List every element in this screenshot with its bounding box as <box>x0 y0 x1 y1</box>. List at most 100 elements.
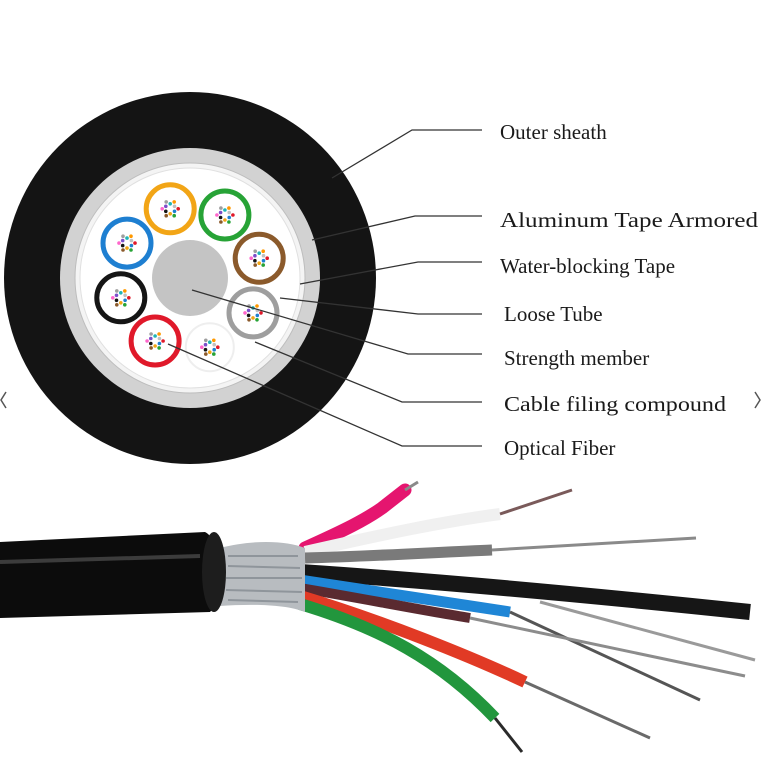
jacket-end <box>202 532 226 612</box>
fiber-dot <box>164 204 168 209</box>
fiber-dot <box>123 289 127 293</box>
loose-tube-red <box>128 314 182 368</box>
fiber-dot <box>160 207 164 211</box>
label-filling-compound: Cable filing compound <box>504 392 727 416</box>
fiber-dot <box>223 208 227 212</box>
fiber-dot <box>251 316 255 320</box>
fiber-dot <box>218 210 223 215</box>
fiber-dot <box>172 204 177 209</box>
fiber-dot <box>117 241 121 245</box>
fiber-dot <box>164 209 168 214</box>
fiber-dot <box>215 213 219 217</box>
fiber-dot <box>129 248 133 252</box>
fiber-dot <box>208 340 212 345</box>
fiber-dot <box>157 341 162 346</box>
fiber-dot <box>145 339 149 343</box>
loose-tube-white <box>184 322 235 373</box>
fiber-red <box>298 590 528 688</box>
fiber-dot <box>176 207 180 211</box>
fiber-green <box>298 598 500 723</box>
fiber-dot <box>246 313 251 318</box>
fiber-dot <box>212 347 216 352</box>
outer-jacket <box>0 532 221 618</box>
chevron-right-icon[interactable] <box>754 391 761 409</box>
fiber-bundle-black <box>111 289 131 307</box>
fiber-dot <box>115 303 119 307</box>
fiber-bundle-orange <box>160 200 180 218</box>
fiber-dot <box>212 338 216 343</box>
fiber-dot <box>261 249 266 253</box>
fiber-dot <box>157 346 161 350</box>
fiber-dot <box>133 241 137 245</box>
fiber-bundle-brown <box>249 249 270 267</box>
chevron-left-icon[interactable] <box>0 391 7 409</box>
fiber-dot <box>203 347 208 352</box>
fiber-dot <box>253 253 257 258</box>
fiber-dot <box>253 249 257 253</box>
fiber-dot <box>261 263 266 267</box>
fiber-dot <box>125 236 129 240</box>
jacket-highlight <box>0 554 201 564</box>
fiber-dot <box>121 234 125 238</box>
fiber-dot <box>153 344 157 348</box>
fiber-white <box>303 508 501 558</box>
fiber-dot <box>255 318 259 322</box>
loose-tube-blue <box>100 216 154 270</box>
leader-lines <box>167 129 482 447</box>
fiber-dot <box>149 332 153 336</box>
fiber-green-core <box>493 717 524 753</box>
fiber-dot <box>149 336 153 341</box>
fiber-dot <box>208 350 212 355</box>
fiber-blue <box>299 574 511 618</box>
fiber-black-tube <box>299 564 751 620</box>
fiber-dot <box>157 332 161 336</box>
fiber-dot <box>204 352 208 356</box>
fiber-dot <box>172 209 177 214</box>
fiber-dot <box>164 213 168 218</box>
fiber-dot <box>231 213 235 217</box>
fiber-dot <box>111 296 115 300</box>
fiber-brown <box>299 583 471 623</box>
fiber-bundle-white <box>200 338 220 356</box>
fiber-dot <box>119 301 123 305</box>
fiber-dot <box>218 215 223 220</box>
fiber-dot <box>168 202 172 206</box>
fiber-bundle-green <box>215 206 235 224</box>
leader-outer-sheath <box>331 129 482 179</box>
fiber-dot <box>157 336 162 341</box>
fiber-pink-core <box>404 480 419 492</box>
fiber-dot <box>243 311 247 315</box>
fiber-bundle-red <box>145 332 165 350</box>
fiber-dot <box>127 296 131 300</box>
fiber-dot <box>212 342 216 347</box>
fiber-dot <box>247 318 251 322</box>
fiber-dot <box>129 238 134 243</box>
fiber-dot <box>161 339 165 343</box>
fiber-dot <box>172 213 176 218</box>
loose-tube-brown <box>232 231 286 285</box>
fiber-dot <box>261 253 266 258</box>
fiber-dot <box>253 258 257 263</box>
loose-tube-grey <box>226 286 280 340</box>
fiber-dot <box>249 256 253 261</box>
leader-optical-fiber <box>167 343 482 447</box>
fiber-dot <box>227 206 231 210</box>
label-water-blocking: Water-blocking Tape <box>500 254 675 278</box>
fiber-dot <box>172 200 176 204</box>
fiber-dot <box>253 263 257 267</box>
fiber-dot <box>219 220 223 224</box>
aluminum-tape-texture <box>225 555 303 603</box>
fiber-dot <box>123 303 127 307</box>
fiber-dot <box>255 313 260 318</box>
cable-cross-section <box>4 92 376 464</box>
fiber-dot <box>227 210 231 215</box>
fiber-dot <box>123 298 127 303</box>
fiber-dot <box>119 291 123 295</box>
fiber-dot <box>259 311 263 315</box>
leader-loose-tube <box>279 297 482 315</box>
fiber-dot <box>265 256 270 261</box>
fiber-grey <box>304 544 493 564</box>
leader-filling-compound <box>254 341 482 403</box>
fiber-strands <box>298 480 756 753</box>
fiber-white-core <box>499 488 573 516</box>
